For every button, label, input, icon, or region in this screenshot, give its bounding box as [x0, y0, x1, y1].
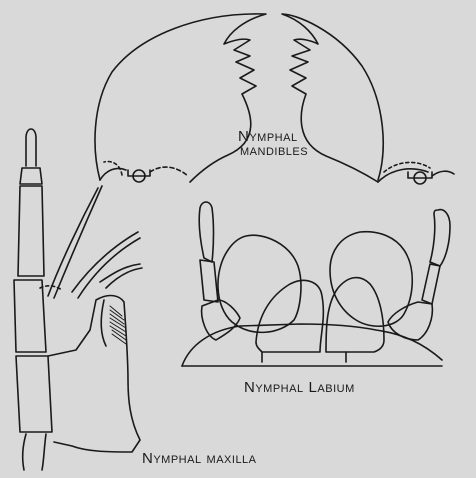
maxilla-hair-tuft: [110, 306, 126, 344]
mandibles-label-line1: NYMPHAL: [238, 129, 298, 145]
labium-left-lobe: [218, 235, 323, 352]
maxilla-label: NYMPHAL MAXILLA: [142, 451, 257, 467]
right-mandible: [282, 14, 454, 184]
maxilla-galea: [40, 186, 142, 298]
maxillary-palp: [14, 129, 52, 470]
labium-prementum: [182, 324, 442, 366]
maxilla-body: [48, 296, 140, 452]
labium-right-lobe: [326, 232, 412, 352]
mandibles-label-line2: MANDIBLES: [240, 147, 308, 158]
labium-label: NYMPHAL LABIUM: [244, 380, 355, 396]
